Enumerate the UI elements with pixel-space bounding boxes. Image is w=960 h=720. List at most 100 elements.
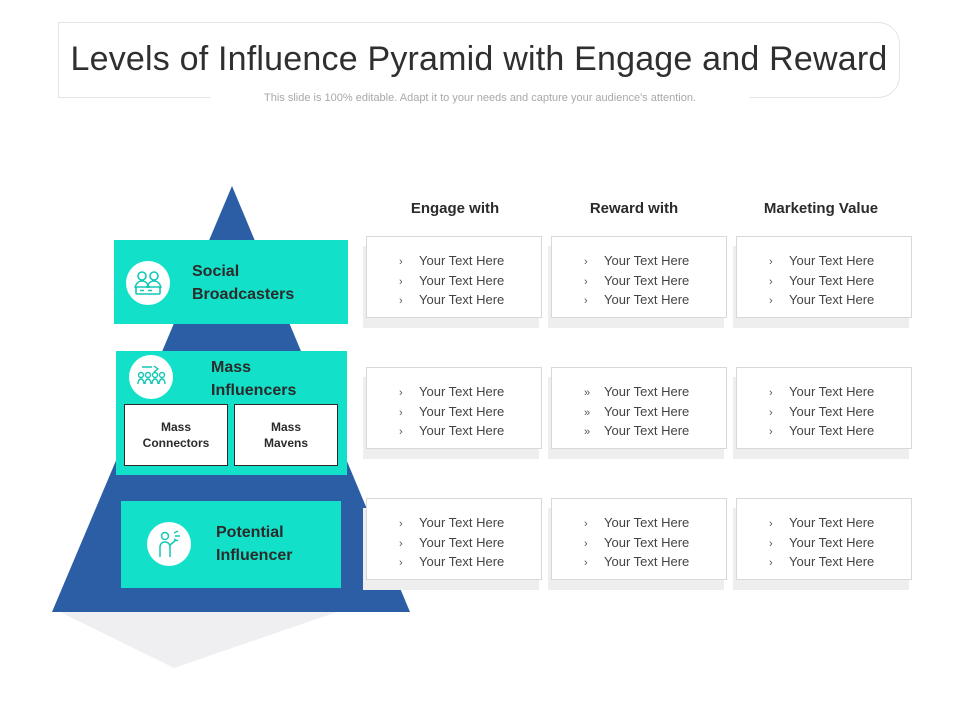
bullet-item: › Your Text Here [584, 553, 689, 573]
bullet-item: ›Your Text Here [769, 291, 874, 311]
bullet-list: »Your Text Here»Your Text Here»Your Text… [584, 383, 689, 442]
bullet-text: Your Text Here [789, 272, 875, 288]
bullet-marker: › [769, 518, 773, 530]
bullet-item: ›Your Text Here [399, 534, 504, 554]
level-label: Mass Influencers [211, 356, 296, 402]
bullet-marker: › [399, 275, 403, 288]
bullet-marker: › [399, 387, 403, 399]
bullet-item: ›Your Text Here [584, 291, 689, 311]
bullet-text: Your Text Here [604, 292, 690, 307]
level-social-broadcasters[interactable]: Social Broadcasters [114, 240, 348, 324]
bullet-item: ›Your Text Here [584, 252, 689, 272]
level-label-line1: Social [192, 263, 240, 280]
bullet-marker: › [769, 406, 773, 419]
bullet-list: ›Your Text Here›Your Text Here›Your Text… [399, 252, 504, 311]
bullet-list: › Your Text Here › Your Text Here › Your Text… [399, 383, 504, 442]
bullet-item: ›Your Text Here [399, 252, 504, 272]
bullet-text: Your Text Here [789, 384, 875, 399]
bullet-text: Your Text Here [604, 515, 690, 530]
level-label: Social Broadcasters [192, 260, 294, 306]
sub-level-line1: Mass [270, 420, 302, 434]
bullet-text: Your Text Here [419, 515, 505, 530]
level-label-line2: Influencers [211, 382, 297, 399]
bullet-marker: » [584, 406, 591, 419]
level-potential-influencer[interactable]: Potential Influencer [121, 501, 341, 588]
bullet-marker: » [584, 387, 591, 399]
bullet-list: ›Your Text Here›Your Text Here›Your Text… [399, 514, 504, 573]
bullet-item: › Your Text Here [399, 422, 504, 442]
bullet-marker: › [399, 295, 403, 307]
bullet-item: ›Your Text Here [769, 252, 874, 272]
bullet-text: Your Text Here [604, 554, 690, 569]
bullet-marker: › [584, 256, 588, 268]
bullet-marker: › [769, 275, 773, 288]
crowd-icon [129, 355, 173, 399]
bullet-marker: › [584, 537, 588, 550]
text-card[interactable]: ›Your Text Here›Your Text Here›Your Text… [736, 236, 912, 318]
bullet-list: ›Your Text Here›Your Text Here›Your Text… [584, 252, 689, 311]
bullet-item: ›Your Text Here [584, 272, 689, 292]
bullet-text: Your Text Here [789, 423, 875, 438]
column-header-engage: Engage with [410, 200, 500, 217]
bullet-item: › Your Text Here [769, 383, 874, 403]
bullet-text: Your Text Here [419, 423, 505, 438]
bullet-text: Your Text Here [419, 384, 505, 399]
bullet-marker: › [399, 557, 403, 569]
bullet-list: › Your Text Here › Your Text Here › Your Text… [769, 383, 874, 442]
bullet-item: »Your Text Here [584, 422, 689, 442]
bullet-text: Your Text Here [604, 384, 690, 399]
bullet-marker: › [399, 256, 403, 268]
bullet-item: ›Your Text Here [584, 534, 689, 554]
text-card[interactable]: ›Your Text Here›Your Text Here›Your Text… [736, 498, 912, 580]
bullet-item: ›Your Text Here [769, 553, 874, 573]
sub-level-line2: Connectors [142, 436, 210, 450]
bullet-marker: › [399, 426, 403, 438]
bullet-text: Your Text Here [419, 554, 505, 569]
text-card[interactable]: ›Your Text Here›Your Text Here›Your Text… [551, 236, 727, 318]
text-card[interactable]: ›Your Text Here›Your Text Here›Your Text… [551, 498, 727, 580]
bullet-item: › Your Text Here [769, 422, 874, 442]
bullet-marker: › [399, 406, 403, 419]
bullet-marker: › [584, 275, 588, 288]
text-card[interactable]: › Your Text Here › Your Text Here › Your Text… [366, 367, 542, 449]
text-card[interactable]: ›Your Text Here›Your Text Here›Your Text… [366, 498, 542, 580]
bullet-text: Your Text Here [789, 403, 875, 419]
bullet-text: Your Text Here [419, 403, 505, 419]
level-mass-influencers[interactable]: Mass Influencers Mass Connectors Mass Ma… [116, 351, 347, 475]
level-label-line2: Broadcasters [192, 286, 295, 303]
bullet-item: ›Your Text Here [584, 514, 689, 534]
bullet-marker: › [769, 256, 773, 268]
bullet-item: › Your Text Here [399, 291, 504, 311]
bullet-marker: › [584, 557, 588, 569]
column-header-marketing-value: Marketing Value [763, 200, 879, 217]
page-subtitle: This slide is 100% editable. Adapt it to… [264, 92, 696, 104]
sub-level-line1: Mass [160, 420, 192, 434]
bullet-marker: › [769, 426, 773, 438]
bullet-list: ›Your Text Here›Your Text Here›Your Text… [769, 252, 874, 311]
sub-level-mass-mavens[interactable]: Mass Mavens [234, 404, 338, 466]
bullet-item: › Your Text Here [399, 403, 504, 423]
text-card[interactable]: ›Your Text Here›Your Text Here›Your Text… [366, 236, 542, 318]
text-card[interactable]: › Your Text Here › Your Text Here › Your Text… [736, 367, 912, 449]
bullet-item: › Your Text Here [769, 403, 874, 423]
sub-level-mass-connectors[interactable]: Mass Connectors [124, 404, 228, 466]
bullet-item: ›Your Text Here [399, 272, 504, 292]
bullet-item: » Your Text Here [584, 383, 689, 403]
bullet-list: ›Your Text Here›Your Text Here›Your Text… [584, 514, 689, 573]
bullet-item: › Your Text Here [399, 553, 504, 573]
bullet-marker: › [769, 537, 773, 550]
bullet-item: › Your Text Here [769, 272, 874, 292]
bullet-item: › Your Text Here [769, 514, 874, 534]
bullet-marker: › [399, 518, 403, 530]
bullet-marker: › [769, 387, 773, 399]
bullet-text: Your Text Here [604, 423, 690, 438]
bullet-item: ›Your Text Here [769, 534, 874, 554]
level-label: Potential Influencer [216, 521, 292, 567]
bullet-item: › Your Text Here [399, 514, 504, 534]
person-speaking-icon [147, 522, 191, 566]
bullet-text: Your Text Here [419, 292, 505, 307]
bullet-text: Your Text Here [789, 515, 875, 530]
bullet-marker: › [769, 557, 773, 569]
bullet-item: »Your Text Here [584, 403, 689, 423]
text-card[interactable]: »Your Text Here»Your Text Here»Your Text… [551, 367, 727, 449]
